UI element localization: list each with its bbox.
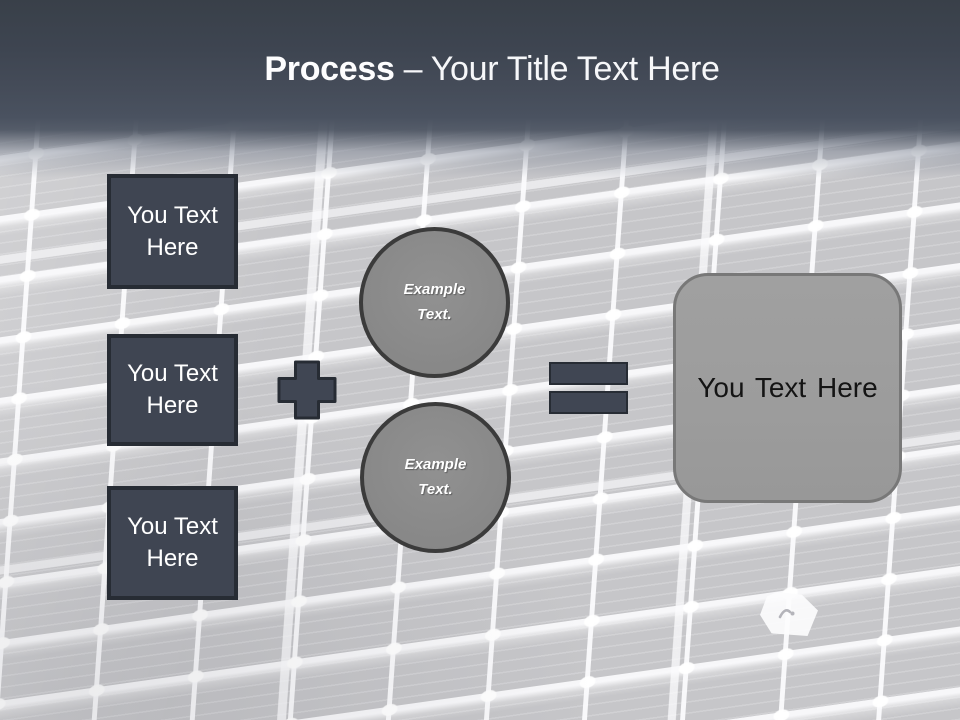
example-circle-1-label: Example Text. <box>403 280 466 323</box>
placeholder-box-2: You Text Here <box>107 334 238 446</box>
title-rest: – Your Title Text Here <box>403 50 720 88</box>
placeholder-box-3-label: You Text Here <box>127 513 218 572</box>
equals-icon <box>549 391 628 414</box>
equals-icon <box>549 362 628 385</box>
placeholder-box-1: You Text Here <box>107 174 238 289</box>
example-circle-2: Example Text. <box>360 402 511 553</box>
result-box: You Text Here <box>673 273 902 503</box>
example-circle-1: Example Text. <box>359 227 510 378</box>
example-circle-2-label: Example Text. <box>404 455 467 498</box>
page-title: Process– Your Title Text Here <box>12 50 960 96</box>
plus-icon <box>277 360 337 420</box>
clamp-mark-icon <box>778 609 795 619</box>
placeholder-box-1-label: You Text Here <box>127 201 218 261</box>
title-lead: Process <box>264 50 395 88</box>
placeholder-box-3: You Text Here <box>107 486 238 600</box>
placeholder-box-2-label: You Text Here <box>127 360 218 419</box>
result-box-label: You Text Here <box>697 372 878 403</box>
